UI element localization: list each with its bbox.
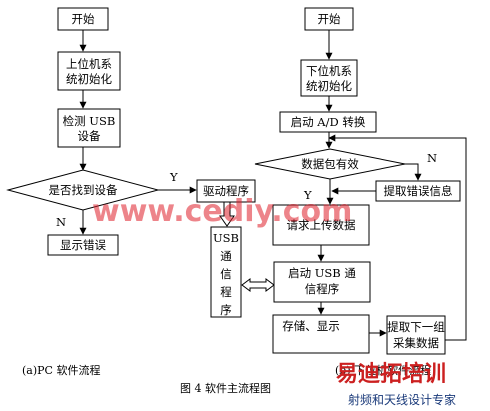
pc-yes-label: Y bbox=[169, 170, 178, 184]
watermark-site: www.cediy.com bbox=[92, 194, 352, 229]
pc-detect-box bbox=[57, 108, 121, 148]
dev-start-usb-label-1: 启动 USB 通 bbox=[288, 266, 356, 280]
dev-next-box bbox=[386, 315, 446, 355]
dev-init-label-1: 下位机系 bbox=[306, 64, 352, 78]
dev-start-label: 开始 bbox=[318, 12, 341, 26]
pc-start-label: 开始 bbox=[72, 12, 95, 26]
watermark-slogan: 射频和天线设计专家 bbox=[348, 392, 456, 407]
pc-usb-comm-label-1: USB bbox=[213, 231, 239, 245]
dev-request-upload-label: 请求上传数据 bbox=[287, 218, 356, 232]
pc-init-label-1: 上位机系 bbox=[66, 57, 112, 71]
pc-no-label: N bbox=[56, 215, 66, 229]
caption-device-flow: (b) 下位机软件流程 bbox=[335, 363, 431, 377]
pc-init-label-2: 统初始化 bbox=[66, 72, 112, 86]
dev-adc-box bbox=[279, 111, 377, 133]
dev-store-display-box bbox=[272, 314, 370, 354]
pc-show-error-label: 显示错误 bbox=[60, 238, 106, 252]
dev-adc-label: 启动 A/D 转换 bbox=[291, 115, 366, 129]
dev-next-label-1: 提取下一组 bbox=[387, 320, 445, 334]
block-arrow-bidirectional bbox=[241, 278, 275, 292]
arrow bbox=[405, 163, 422, 181]
pc-driver-label: 驱动程序 bbox=[203, 184, 249, 198]
dev-start-usb-box bbox=[273, 261, 371, 303]
pc-detect-label-1: 检测 USB bbox=[63, 114, 116, 128]
dev-extract-error-label: 提取错误信息 bbox=[384, 184, 453, 198]
dev-store-display-label: 存储、显示 bbox=[282, 319, 340, 333]
dev-yes-label: Y bbox=[303, 188, 312, 202]
watermark-logo: 易迪拓培训 bbox=[336, 361, 446, 387]
block-arrow-down bbox=[219, 201, 235, 227]
dev-init-label-2: 统初始化 bbox=[306, 79, 352, 93]
pc-usb-comm-label-4: 程 bbox=[220, 285, 232, 299]
pc-detect-label-2: 设备 bbox=[78, 129, 101, 143]
dev-request-upload-box bbox=[272, 204, 370, 246]
dev-decision-label: 数据包有效 bbox=[301, 157, 359, 171]
pc-usb-comm-label-3: 信 bbox=[220, 267, 232, 281]
dev-no-label: N bbox=[427, 151, 437, 165]
dev-init-box bbox=[300, 59, 358, 97]
dev-next-label-2: 采集数据 bbox=[393, 336, 439, 350]
caption-pc-flow: (a)PC 软件流程 bbox=[22, 363, 100, 377]
loop-back-arrow bbox=[328, 134, 467, 341]
dev-start-usb-label-2: 信程序 bbox=[305, 282, 340, 296]
pc-usb-comm-label-5: 序 bbox=[220, 303, 232, 317]
pc-show-error-box bbox=[47, 234, 119, 256]
pc-init-box bbox=[57, 51, 121, 91]
pc-decision-label: 是否找到设备 bbox=[49, 183, 118, 197]
pc-usb-comm-label-2: 通 bbox=[220, 249, 232, 263]
pc-usb-comm-box bbox=[210, 226, 242, 318]
caption-figure: 图 4 软件主流程图 bbox=[180, 381, 271, 395]
